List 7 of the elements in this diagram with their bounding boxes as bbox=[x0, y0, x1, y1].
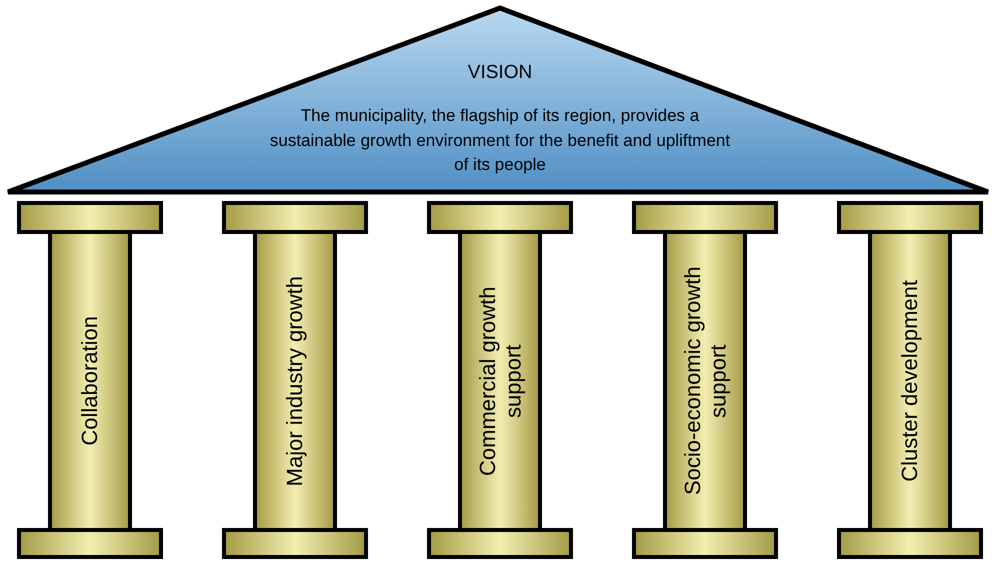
vision-statement: The municipality, the flagship of its region, provides a sustainable growth environment for the benefit and upliftment of its people bbox=[268, 105, 732, 176]
pillar-label: Commercial growth support bbox=[474, 285, 526, 478]
pillar-label: Socio-economic growth support bbox=[680, 266, 730, 498]
pillar-label: Major industry growth bbox=[282, 276, 308, 486]
pillar-label: Cluster development bbox=[897, 280, 923, 482]
roof-heading: VISION bbox=[466, 62, 534, 84]
pillar-label: Collaboration bbox=[77, 316, 103, 446]
